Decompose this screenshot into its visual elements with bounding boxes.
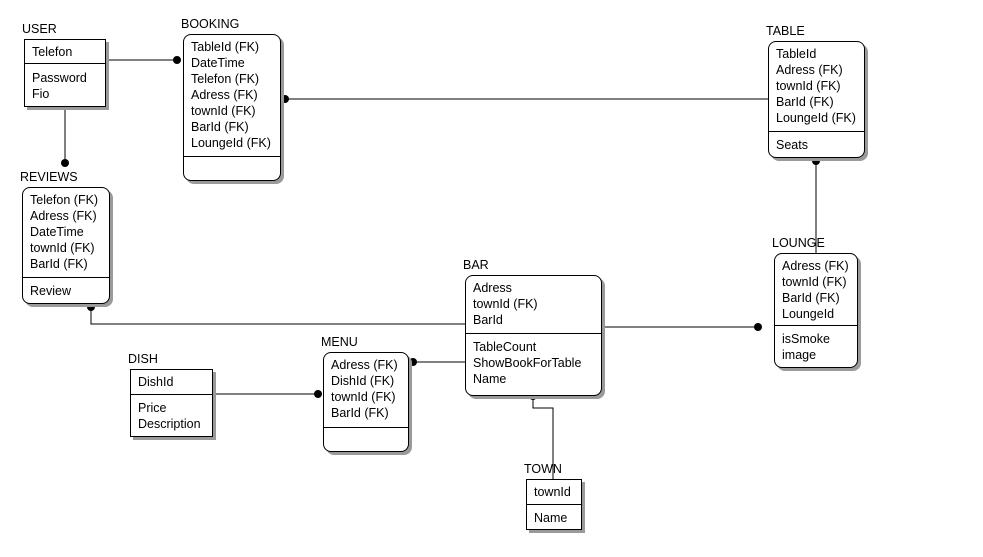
attribute: ShowBookForTable (473, 356, 582, 370)
attribute: Fio (32, 87, 50, 101)
entity-box: Telefon (FK) Adress (FK) DateTime townId… (22, 187, 110, 304)
entity-box: Adress (FK) DishId (FK) townId (FK) BarI… (323, 352, 409, 452)
attribute: TableId (FK) (191, 40, 260, 54)
attribute: BarId (473, 313, 503, 327)
entity-title: TABLE (766, 24, 805, 38)
entity-box: townId Name (526, 479, 582, 530)
entity-menu: MENU Adress (FK) DishId (FK) townId (FK)… (321, 335, 409, 452)
attribute: townId (FK) (782, 275, 847, 289)
key-section: townId (527, 480, 581, 505)
key-section: TableId Adress (FK) townId (FK) BarId (F… (769, 42, 864, 132)
attribute: townId (FK) (191, 104, 256, 118)
attribute-section: Seats (769, 137, 864, 153)
attribute: BarId (FK) (30, 257, 88, 271)
attribute: isSmoke (782, 332, 830, 346)
attribute: Telefon (FK) (30, 193, 99, 207)
rel-bar-reviews (90, 307, 465, 325)
entity-title: USER (22, 22, 57, 36)
attribute: TableCount (473, 340, 537, 354)
entity-title: BAR (463, 258, 489, 272)
rel-end-dot (409, 358, 417, 366)
entity-town: TOWN townId Name (524, 462, 582, 530)
entity-booking: BOOKING TableId (FK) DateTime Telefon (F… (181, 17, 281, 181)
attribute: Review (30, 284, 71, 298)
entity-box: DishId Price Description (130, 369, 213, 437)
attribute-section: Review (23, 283, 109, 299)
attribute: BarId (FK) (191, 120, 249, 134)
entity-lounge: LOUNGE Adress (FK) townId (FK) BarId (FK… (772, 236, 858, 368)
rel-end-dot (754, 323, 762, 331)
attribute: DateTime (191, 56, 245, 70)
rel-town-bar (532, 396, 554, 480)
attribute-section: Name (527, 510, 581, 526)
attribute: townId (FK) (473, 297, 538, 311)
attribute: Telefon (32, 45, 73, 59)
key-section: TableId (FK) DateTime Telefon (FK) Adres… (184, 35, 280, 157)
key-section: Telefon (25, 40, 105, 64)
attribute: Seats (776, 138, 808, 152)
entity-title: LOUNGE (772, 236, 825, 250)
entity-box: TableId Adress (FK) townId (FK) BarId (F… (768, 41, 865, 158)
attribute: Adress (FK) (331, 358, 398, 372)
entity-box: Adress townId (FK) BarId TableCount Show… (465, 275, 602, 396)
rel-end-dot (173, 56, 181, 64)
rel-end-dot (812, 157, 820, 165)
attribute: Password (32, 71, 87, 85)
attribute: TableId (776, 47, 817, 61)
attribute: DishId (138, 375, 174, 389)
attribute: Name (473, 372, 507, 386)
attribute: Adress (FK) (191, 88, 258, 102)
attribute: Description (138, 417, 201, 431)
key-section: Adress (FK) DishId (FK) townId (FK) BarI… (324, 353, 408, 428)
key-section: DishId (131, 370, 212, 395)
attribute: Price (138, 401, 167, 415)
entity-box: TableId (FK) DateTime Telefon (FK) Adres… (183, 34, 281, 181)
attribute: Adress (473, 281, 512, 295)
entity-user: USER Telefon Password Fio (22, 22, 106, 107)
attribute: townId (FK) (331, 390, 396, 404)
entity-table: TABLE TableId Adress (FK) townId (FK) Ba… (766, 24, 865, 158)
entity-bar: BAR Adress townId (FK) BarId TableCount … (463, 258, 602, 396)
entity-title: BOOKING (181, 17, 240, 31)
attribute: Adress (FK) (776, 63, 843, 77)
attribute: Name (534, 511, 568, 525)
attribute: image (782, 348, 817, 362)
attribute: Telefon (FK) (191, 72, 260, 86)
entity-reviews: REVIEWS Telefon (FK) Adress (FK) DateTim… (20, 170, 110, 304)
attribute: Adress (FK) (782, 259, 849, 273)
rel-end-dot (281, 95, 289, 103)
attribute: DateTime (30, 225, 84, 239)
attribute: BarId (FK) (776, 95, 834, 109)
entity-title: DISH (128, 352, 158, 366)
attribute: LoungeId (782, 307, 835, 321)
key-section: Telefon (FK) Adress (FK) DateTime townId… (23, 188, 109, 278)
entity-title: MENU (321, 335, 358, 349)
rel-end-dot (87, 303, 95, 311)
rel-end-dot (61, 159, 69, 167)
attribute-section: isSmoke image (775, 331, 857, 363)
entity-title: TOWN (524, 462, 562, 476)
attribute: BarId (FK) (331, 406, 389, 420)
attribute: townId (FK) (776, 79, 841, 93)
attribute-section: Password Fio (25, 70, 105, 102)
entity-dish: DISH DishId Price Description (128, 352, 213, 437)
entity-box: Adress (FK) townId (FK) BarId (FK) Loung… (774, 253, 858, 368)
attribute: townId (FK) (30, 241, 95, 255)
rel-end-dot (314, 390, 322, 398)
entity-box: Telefon Password Fio (24, 39, 106, 107)
attribute: BarId (FK) (782, 291, 840, 305)
entity-title: REVIEWS (20, 170, 78, 184)
attribute: DishId (FK) (331, 374, 395, 388)
attribute-section: TableCount ShowBookForTable Name (466, 339, 601, 387)
attribute: LoungeId (FK) (776, 111, 856, 125)
key-section: Adress (FK) townId (FK) BarId (FK) Loung… (775, 254, 857, 326)
attribute: LoungeId (FK) (191, 136, 271, 150)
attribute-section: Price Description (131, 400, 212, 432)
attribute: townId (534, 485, 571, 499)
attribute: Adress (FK) (30, 209, 97, 223)
key-section: Adress townId (FK) BarId (466, 276, 601, 334)
